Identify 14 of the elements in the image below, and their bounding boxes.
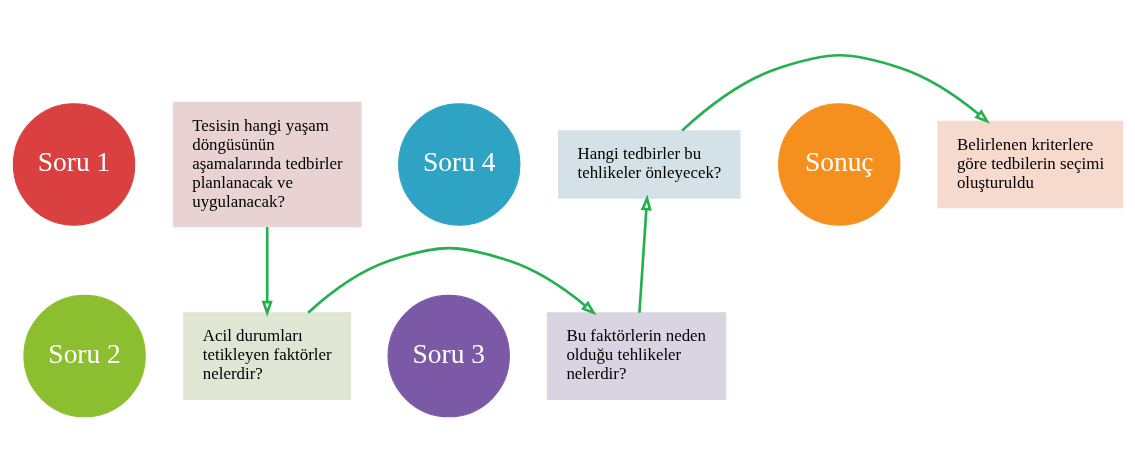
arrow bbox=[680, 53, 990, 132]
arrow bbox=[637, 194, 652, 313]
node-box: Hangi tedbirler bu tehlikeler önleyecek? bbox=[557, 129, 741, 199]
node-box: Bu faktörlerin neden olduğu tehlikeler nelerdir? bbox=[546, 311, 726, 400]
node-box: Tesisin hangi yaşam döngüsünün aşamalarında tedbirler planlanacak ve uygulanacak? bbox=[172, 101, 362, 227]
node-circle: Soru 1 bbox=[12, 102, 135, 226]
node-circle: Sonuç bbox=[777, 102, 900, 226]
node-circle: Soru 3 bbox=[387, 294, 510, 417]
node-box: Acil durumları tetikleyen faktörler nelerdir? bbox=[182, 311, 351, 400]
arrow bbox=[261, 226, 273, 317]
node-box: Belirlenen kriterlere göre tedbilerin seçimi oluşturuldu bbox=[936, 120, 1123, 208]
node-circle: Soru 4 bbox=[397, 102, 520, 226]
node-circle: Soru 2 bbox=[22, 294, 146, 417]
arrow bbox=[306, 246, 597, 315]
